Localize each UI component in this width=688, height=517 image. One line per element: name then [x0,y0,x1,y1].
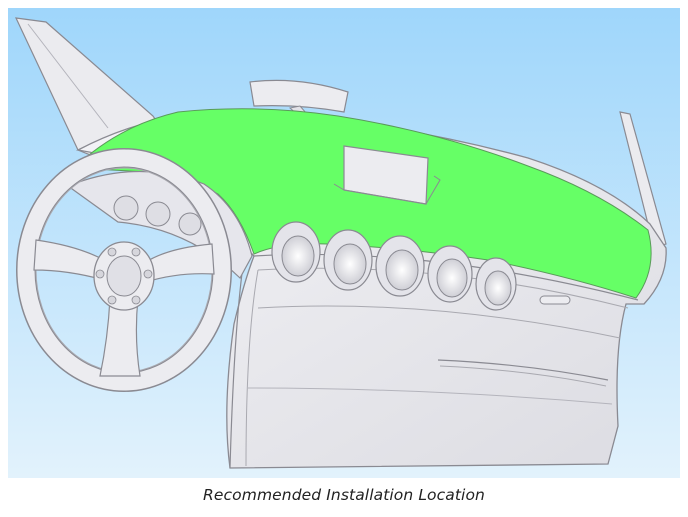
air-vents [271,221,517,311]
figure-caption: Recommended Installation Location [203,486,485,504]
installation-area-highlight [72,108,652,299]
vent-2 [323,229,373,291]
vent-3 [375,235,425,297]
vent-5 [475,257,517,311]
wheel-spoke-bottom [99,297,141,377]
dash-slot [539,295,571,305]
rear-view-mirror [249,79,349,113]
steering-wheel [16,148,232,392]
vent-4 [427,245,473,303]
right-a-pillar [619,111,667,249]
dashboard-render [8,8,680,478]
glovebox-handle [437,359,609,381]
dashboard-illustration [8,8,680,478]
vent-1 [271,221,321,283]
